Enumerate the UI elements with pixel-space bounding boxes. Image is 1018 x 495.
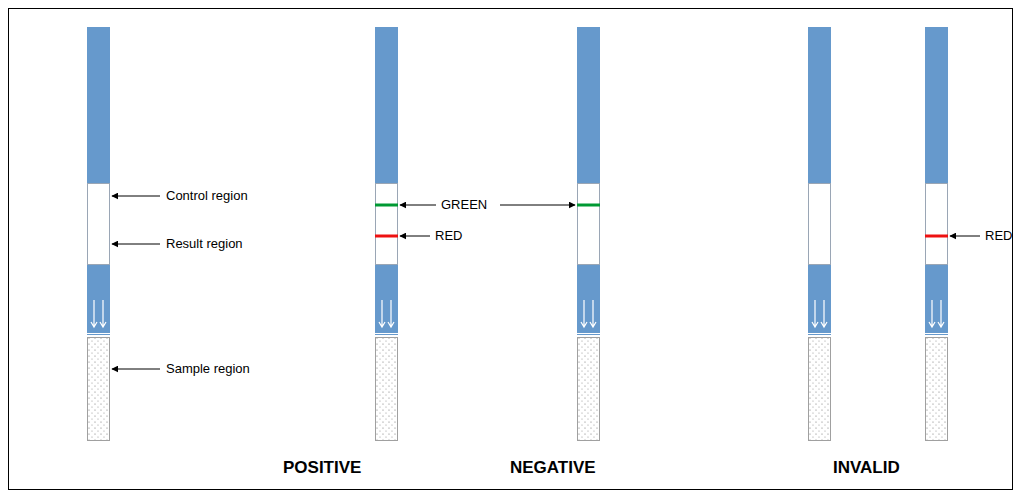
leader-line [400,236,430,237]
leader-line [112,244,160,245]
result-caption: POSITIVE [283,458,361,478]
leader-line [400,205,436,206]
color-label: GREEN [441,197,487,213]
region-label: Control region [166,188,248,204]
leader-line [112,369,160,370]
leader-line [500,205,575,206]
result-caption: INVALID [833,458,900,478]
region-label: Result region [166,236,243,252]
frame [9,9,1013,490]
test-strip [577,27,600,441]
test-strip [808,27,831,441]
leader-line [950,236,980,237]
test-strip [87,27,110,441]
test-strip [925,27,948,441]
leader-line [112,196,160,197]
green-line [375,204,398,207]
test-strip [375,27,398,441]
color-label: RED [985,228,1012,244]
red-line [925,235,948,238]
result-caption: NEGATIVE [510,458,596,478]
green-line [577,204,600,207]
color-label: RED [435,228,462,244]
red-line [375,235,398,238]
region-label: Sample region [166,361,250,377]
